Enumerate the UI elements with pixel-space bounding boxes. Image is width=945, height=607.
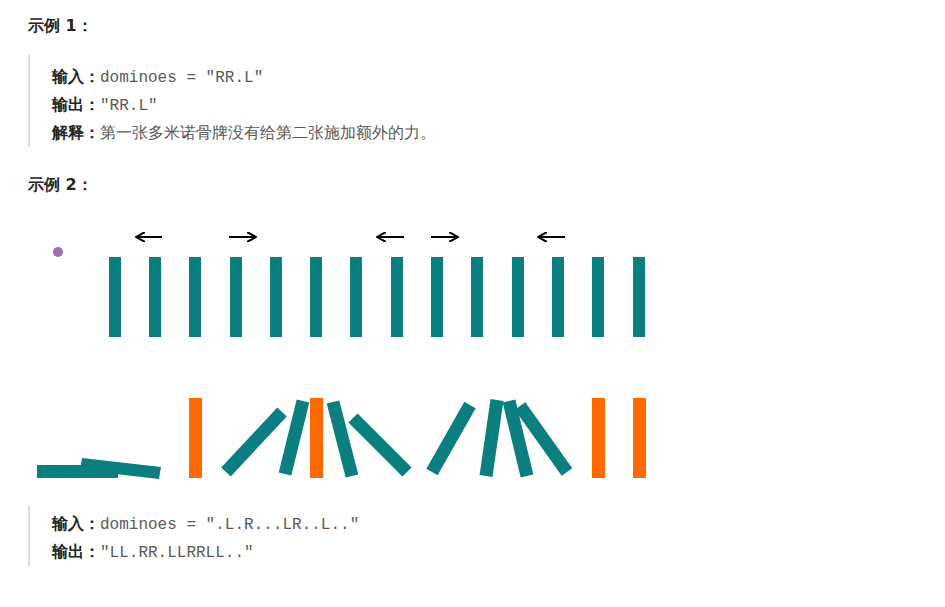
domino-bar — [471, 257, 483, 337]
domino-bar — [431, 257, 443, 337]
text-line: 输出："RR.L" — [52, 94, 158, 117]
output-code: "RR.L" — [100, 95, 158, 117]
push-arrows — [137, 236, 565, 238]
domino-bar — [230, 257, 242, 337]
domino-bar — [109, 257, 121, 337]
example-heading: 示例 1： — [28, 15, 93, 37]
text-line: 输入：dominoes = ".L.R...LR..L.." — [52, 513, 359, 536]
domino-bar — [270, 257, 282, 337]
quote-bar — [28, 55, 30, 147]
quote-bar — [28, 505, 30, 567]
example-heading: 示例 2： — [28, 174, 93, 196]
field-label: 输出： — [52, 541, 100, 563]
domino-bar — [310, 257, 322, 337]
input-code: dominoes = ".L.R...LR..L.." — [100, 514, 359, 536]
domino-bar — [391, 257, 403, 337]
field-label: 解释： — [52, 122, 100, 144]
output-code: "LL.RR.LLRRLL.." — [100, 542, 254, 564]
explanation-text: 第一张多米诺骨牌没有给第二张施加额外的力。 — [100, 122, 436, 144]
text-line: 输入：dominoes = "RR.L" — [52, 66, 263, 89]
text-line: 示例 1： — [28, 15, 93, 37]
bullet-dot — [53, 247, 63, 257]
domino-bar — [189, 257, 201, 337]
domino-bar — [149, 257, 161, 337]
fallen-dominoes — [37, 398, 646, 479]
field-label: 输入： — [52, 513, 100, 535]
standing-dominoes — [109, 257, 645, 337]
text-line: 示例 2： — [28, 174, 93, 196]
domino-bar — [552, 257, 564, 337]
text-line: 输出："LL.RR.LLRRLL.." — [52, 541, 254, 564]
input-code: dominoes = "RR.L" — [100, 67, 263, 89]
domino-bar — [512, 257, 524, 337]
domino-bar — [633, 257, 645, 337]
text-line: 解释：第一张多米诺骨牌没有给第二张施加额外的力。 — [52, 122, 436, 144]
field-label: 输出： — [52, 94, 100, 116]
domino-bar — [592, 257, 604, 337]
domino-bar — [350, 257, 362, 337]
field-label: 输入： — [52, 66, 100, 88]
